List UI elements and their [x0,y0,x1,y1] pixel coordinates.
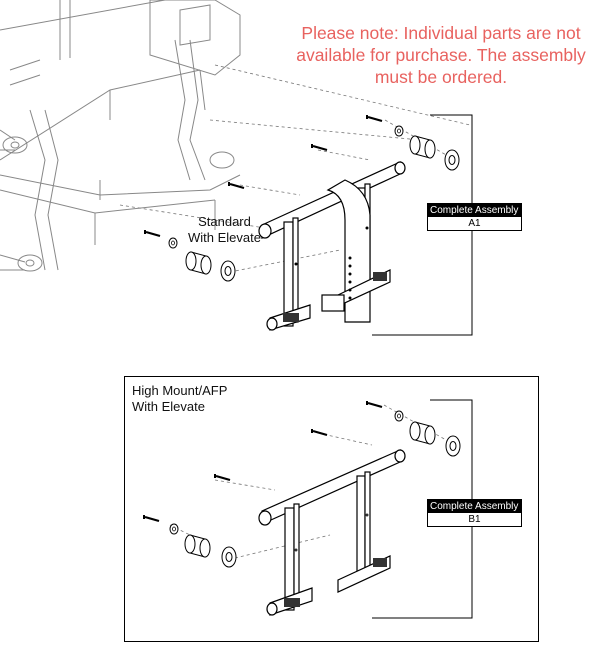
standard-elevate-label: Standard With Elevate [172,214,277,246]
note-line-3: must be ordered. [374,67,508,87]
high-mount-frame [258,449,406,616]
high-mount-label-line-1: High Mount/AFP [132,383,228,398]
assembly-code: B1 [468,514,481,525]
assembly-code: A1 [468,218,481,229]
standard-label-line-1: Standard [198,214,251,229]
assembly-title: Complete Assembly [428,500,521,513]
high-mount-label-line-2: With Elevate [132,399,205,414]
complete-assembly-b1-box: Complete Assembly B1 [427,499,522,527]
complete-assembly-a1-box: Complete Assembly A1 [427,203,522,231]
note-line-2: available for purchase. The assembly [296,45,586,65]
frame-holes [283,226,387,322]
purchase-note: Please note: Individual parts are not av… [292,22,590,88]
high-mount-panel [124,376,539,642]
standard-hardware [143,113,460,282]
standard-label-line-2: With Elevate [188,230,261,245]
standard-elevate-frame [258,161,406,331]
assembly-title: Complete Assembly [428,204,521,217]
note-line-1: Please note: Individual parts are not [301,23,581,43]
base-frame [0,0,241,272]
high-mount-label: High Mount/AFP With Elevate [132,383,227,415]
